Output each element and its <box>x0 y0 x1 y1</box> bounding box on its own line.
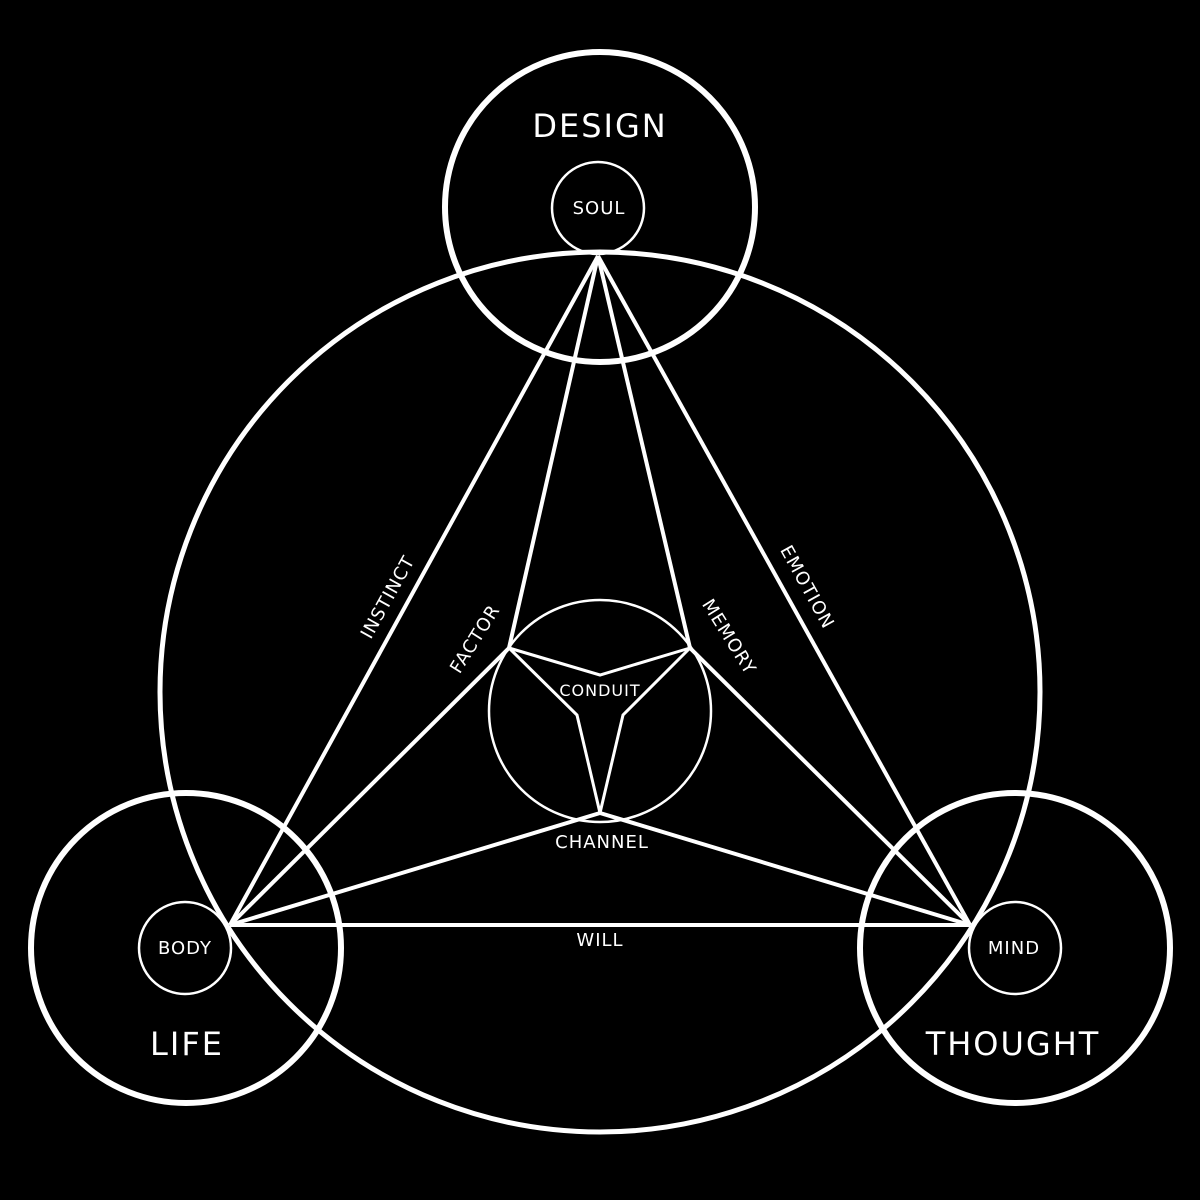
will-label: WILL <box>576 930 623 951</box>
conduit-star <box>507 646 692 814</box>
soul-label: SOUL <box>573 198 626 219</box>
spoke-memory-right <box>688 646 972 927</box>
spoke-factor-top <box>507 255 600 649</box>
conduit-circle <box>487 598 713 824</box>
outer-circle <box>157 249 1043 1135</box>
main-triangle <box>228 255 972 927</box>
mind-label: MIND <box>988 938 1040 959</box>
conduit-label: CONDUIT <box>559 681 640 700</box>
body-circle <box>137 900 233 996</box>
channel-label: CHANNEL <box>555 832 649 853</box>
spoke-channel-right <box>599 811 971 927</box>
thought-circle <box>857 790 1173 1106</box>
thought-label: THOUGHT <box>925 1025 1101 1063</box>
body-label: BODY <box>158 938 212 959</box>
edge-instinct <box>228 255 600 926</box>
spoke-memory-top <box>596 255 692 649</box>
design-circle <box>442 49 758 365</box>
mind-circle <box>967 900 1063 996</box>
spoke-factor-left <box>228 646 511 927</box>
design-label: DESIGN <box>532 107 667 145</box>
edge-emotion <box>596 255 972 926</box>
inner-spokes <box>228 255 972 927</box>
life-circle <box>28 790 344 1106</box>
life-label: LIFE <box>150 1025 224 1063</box>
soul-circle <box>550 160 646 256</box>
spoke-channel-left <box>229 811 601 927</box>
